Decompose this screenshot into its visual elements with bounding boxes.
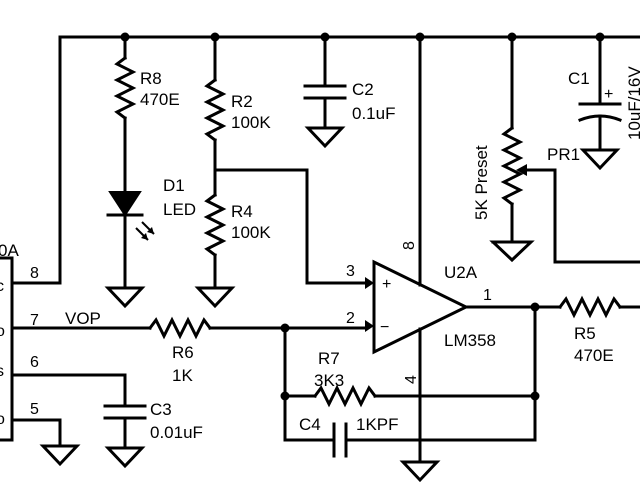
svg-text:c: c: [0, 278, 4, 295]
pr1-ref: PR1: [547, 145, 580, 164]
d1-value: LED: [163, 200, 196, 219]
resistor-r4: R4 100K: [203, 168, 271, 290]
c3-value: 0.01uF: [150, 423, 203, 442]
connector-ref: 0A: [0, 241, 19, 260]
resistor-r7: R7 3K3: [283, 349, 537, 408]
led-d1: D1 LED: [106, 176, 196, 290]
connector-pin-6: 6: [30, 354, 39, 371]
r7-ref: R7: [318, 349, 340, 368]
r8-value: 470E: [140, 90, 180, 109]
r6-ref: R6: [172, 343, 194, 362]
u2a-ref: U2A: [444, 263, 478, 282]
vop-label: VOP: [65, 309, 101, 328]
d1-ref: D1: [163, 176, 185, 195]
connector-pin-7: 7: [30, 312, 39, 329]
r8-ref: R8: [140, 69, 162, 88]
c1-value: 10uF/16V: [625, 66, 640, 140]
capacitor-c3: C3 0.01uF: [10, 373, 203, 469]
ground-symbol: [104, 286, 146, 309]
resistor-r2: R2 100K: [203, 35, 271, 172]
svg-text:o: o: [0, 323, 5, 340]
pr1-value: 5K Preset: [472, 145, 491, 220]
pin-1-label: 1: [483, 287, 492, 304]
r6-value: 1K: [172, 366, 193, 385]
c4-ref: C4: [299, 415, 321, 434]
pin-3-label: 3: [346, 263, 355, 280]
c2-ref: C2: [352, 80, 374, 99]
r5-value: 470E: [574, 346, 614, 365]
resistor-r5: R5 470E: [464, 295, 640, 365]
pin-2-label: 2: [346, 310, 355, 327]
connector-pin-5: 5: [30, 401, 39, 418]
r4-ref: R4: [231, 202, 253, 221]
inv-sign: −: [380, 319, 389, 336]
svg-text:o: o: [0, 411, 5, 428]
r4-value: 100K: [231, 223, 271, 242]
c1-plus: +: [604, 86, 613, 103]
noninv-sign: +: [382, 276, 391, 293]
capacitor-c4: C4 1KPF: [283, 415, 537, 458]
capacitor-c2: C2 0.1uF: [303, 35, 395, 149]
svg-text:s: s: [0, 363, 4, 380]
pin-8-label: 8: [401, 241, 418, 250]
feedback-wire: [283, 305, 537, 442]
ground-symbol: [194, 286, 236, 309]
pin5-ground-wire: [10, 418, 81, 467]
resistor-r8: R8 470E: [113, 35, 180, 194]
r2-ref: R2: [231, 92, 253, 111]
preset-pr1: PR1 5K Preset: [472, 35, 640, 264]
connector-block: 0A 8 7 6 5 c o s o: [0, 241, 39, 442]
c2-value: 0.1uF: [352, 104, 395, 123]
c4-value: 1KPF: [356, 415, 399, 434]
pin-4-label: 4: [403, 375, 420, 384]
connector-pin-8: 8: [30, 265, 39, 282]
u2a-part: LM358: [444, 331, 496, 350]
vop-net-wire: VOP: [10, 309, 152, 330]
c3-ref: C3: [150, 400, 172, 419]
c1-ref: C1: [568, 69, 590, 88]
r5-ref: R5: [574, 324, 596, 343]
divider-to-noninv-wire: [213, 168, 367, 285]
r2-value: 100K: [231, 113, 271, 132]
capacitor-c1: + C1 10uF/16V: [568, 35, 640, 171]
supply-rail-wire: [10, 35, 640, 285]
r7-value: 3K3: [314, 371, 344, 390]
